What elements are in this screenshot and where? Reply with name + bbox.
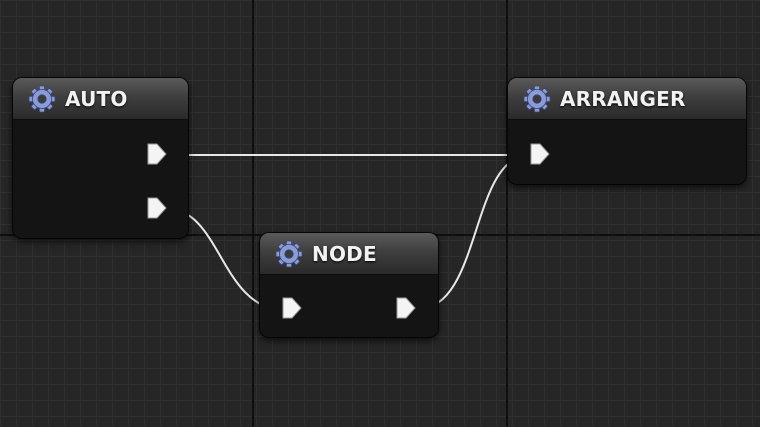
node-node-body (260, 275, 438, 337)
node-node-header[interactable]: NODE (260, 233, 438, 275)
gear-icon (28, 85, 56, 112)
arranger-node[interactable]: ARRANGER (508, 78, 746, 184)
arranger-node-body (508, 120, 746, 184)
gear-icon (523, 85, 551, 112)
gear-icon (275, 240, 303, 267)
node-input-pin[interactable] (280, 295, 304, 321)
arranger-input-pin[interactable] (528, 141, 552, 167)
auto-node-body (13, 120, 188, 238)
auto-node[interactable]: AUTO (13, 78, 188, 238)
node-node-title: NODE (312, 241, 377, 266)
auto-node-title: AUTO (65, 86, 128, 111)
node-node[interactable]: NODE (260, 233, 438, 337)
arranger-node-header[interactable]: ARRANGER (508, 78, 746, 120)
auto-output-pin-2[interactable] (145, 195, 169, 221)
auto-output-pin-1[interactable] (145, 141, 169, 167)
node-output-pin[interactable] (394, 295, 418, 321)
auto-node-header[interactable]: AUTO (13, 78, 188, 120)
arranger-node-title: ARRANGER (560, 86, 686, 111)
